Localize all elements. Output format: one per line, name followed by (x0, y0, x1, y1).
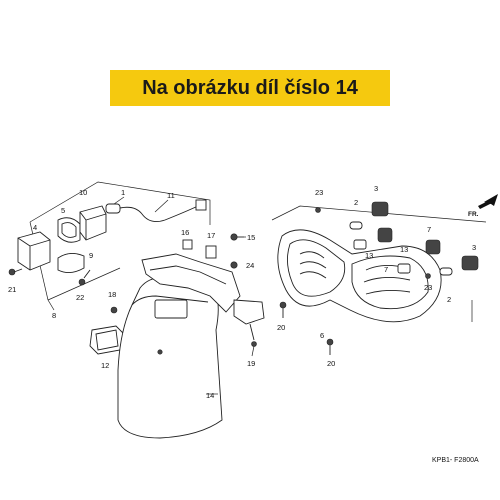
callout-17: 17 (207, 231, 215, 240)
part-gasket (57, 253, 85, 273)
callout-6: 6 (320, 331, 324, 340)
part-socket-3a (371, 201, 389, 217)
callout-5: 5 (61, 206, 65, 215)
callout-16: 16 (181, 228, 189, 237)
part-bulb (105, 203, 121, 214)
callout-22: 22 (76, 293, 84, 302)
callout-20a: 20 (277, 323, 285, 332)
callout-13a: 13 (365, 251, 373, 260)
part-nut-24 (230, 261, 238, 269)
callout-4: 4 (33, 223, 37, 232)
part-screw-23a (315, 207, 321, 213)
part-socket-unit (79, 205, 107, 241)
callout-9: 9 (89, 251, 93, 260)
direction-label: FR. (468, 211, 479, 218)
part-lens-ring (57, 217, 81, 243)
callout-10: 10 (79, 188, 87, 197)
callout-19: 19 (247, 359, 255, 368)
part-bulb-2b (439, 267, 453, 276)
callout-14: 14 (206, 391, 214, 400)
part-bolt-20a (279, 301, 287, 318)
callout-labels: 1 2 2 3 3 4 5 6 7 7 8 9 10 11 12 13 13 1… (8, 184, 476, 400)
callout-23b: 23 (424, 283, 432, 292)
front-direction-arrow (478, 194, 498, 209)
part-bolt-15 (230, 233, 244, 241)
callout-3b: 3 (472, 243, 476, 252)
callout-2a: 2 (354, 198, 358, 207)
banner-text: Na obrázku díl číslo 14 (142, 76, 358, 99)
callout-21: 21 (8, 285, 16, 294)
callout-2b: 2 (447, 295, 451, 304)
part-bolt-20b (326, 338, 334, 355)
leader-lines (113, 196, 255, 395)
part-screw-22 (78, 269, 91, 286)
part-socket-7a (377, 227, 393, 243)
callout-23a: 23 (315, 188, 323, 197)
callout-13b: 13 (400, 245, 408, 254)
part-mount-19 (233, 299, 265, 347)
callout-20b: 20 (327, 359, 335, 368)
right-assembly-frame (271, 205, 487, 322)
part-screw-23b (425, 273, 431, 279)
part-clip-17 (205, 245, 217, 259)
callout-11: 11 (167, 191, 175, 200)
part-bulb-13a (353, 239, 367, 250)
callout-12: 12 (101, 361, 109, 370)
callout-3a: 3 (374, 184, 378, 193)
part-socket-7b (425, 239, 441, 255)
part-license-cover (17, 231, 51, 271)
part-nut-18 (110, 306, 118, 314)
callout-7a: 7 (384, 265, 388, 274)
part-rear-fender (117, 277, 223, 439)
callout-8: 8 (52, 311, 56, 320)
part-bracket-16 (182, 239, 193, 250)
callout-18: 18 (108, 290, 116, 299)
part-headlight (277, 229, 442, 323)
part-reflector (89, 325, 125, 355)
diagram-code: KPB1- F2800A (432, 457, 479, 464)
part-screw-21 (8, 268, 23, 276)
part-bulb-2a (349, 221, 363, 230)
part-cable-connector (119, 199, 207, 222)
highlight-banner: Na obrázku díl číslo 14 (110, 70, 390, 106)
callout-7b: 7 (427, 225, 431, 234)
part-inner-fender (141, 253, 241, 313)
part-socket-3b (461, 255, 479, 271)
callout-24: 24 (246, 261, 254, 270)
part-bulb-13b (397, 263, 411, 274)
leader-8 (47, 299, 55, 311)
callout-15: 15 (247, 233, 255, 242)
callout-1: 1 (121, 188, 125, 197)
